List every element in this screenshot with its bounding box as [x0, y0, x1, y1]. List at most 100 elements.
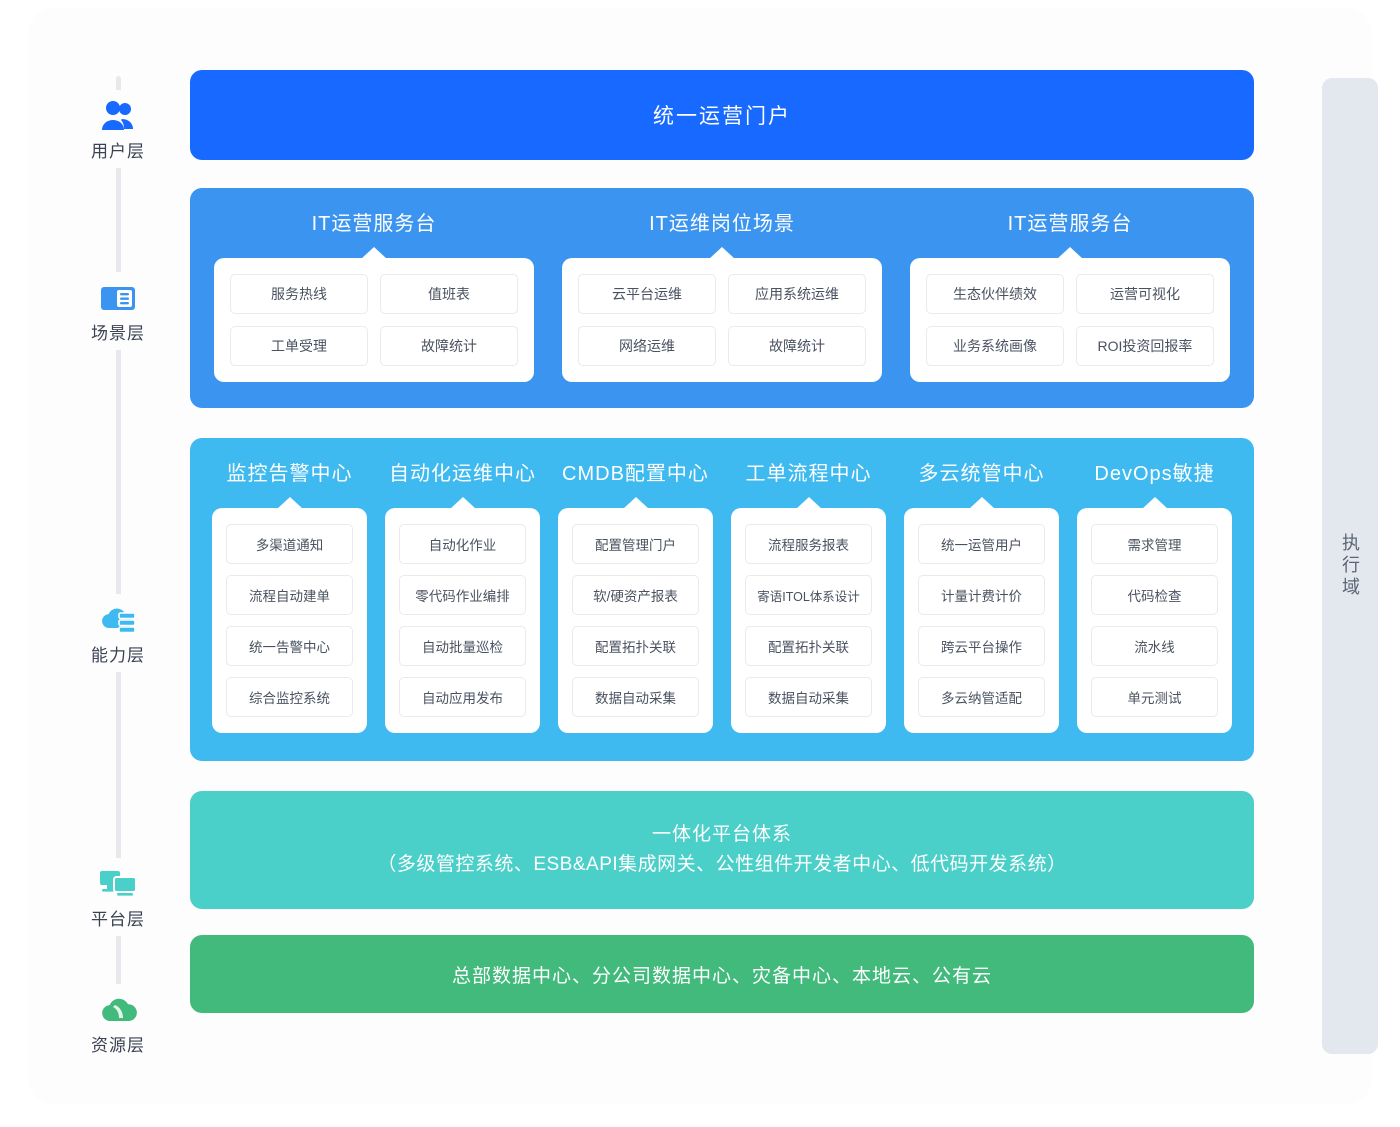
- capability-chip[interactable]: 配置拓扑关联: [745, 626, 872, 666]
- scene-chip[interactable]: 业务系统画像: [926, 326, 1064, 366]
- sidebar-item-label: 用户层: [91, 142, 145, 161]
- resource-title: 总部数据中心、分公司数据中心、灾备中心、本地云、公有云: [451, 965, 992, 987]
- portal-title: 统一运营门户: [653, 105, 791, 128]
- capability-chip[interactable]: 单元测试: [1091, 677, 1218, 717]
- capability-chip[interactable]: 流程自动建单: [226, 575, 353, 615]
- capability-list: 自动化作业 零代码作业编排 自动批量巡检 自动应用发布: [399, 524, 526, 717]
- capability-layer-band: 监控告警中心 多渠道通知 流程自动建单 统一告警中心 综合监控系统 自动化运维中…: [190, 438, 1254, 761]
- capability-column: 工单流程中心 流程服务报表 寄语ITOL体系设计 配置拓扑关联 数据自动采集: [731, 460, 886, 733]
- document-panel-icon: [72, 278, 164, 318]
- platform-subtitle: （多级管控系统、ESB&API集成网关、公性组件开发者中心、低代码开发系统）: [377, 854, 1067, 875]
- layer-sidebar: 用户层 场景层: [72, 76, 164, 1062]
- scene-chip-grid: 云平台运维 应用系统运维 网络运维 故障统计: [578, 274, 866, 366]
- capability-column: CMDB配置中心 配置管理门户 软/硬资产报表 配置拓扑关联 数据自动采集: [558, 460, 713, 733]
- capability-chip[interactable]: 零代码作业编排: [399, 575, 526, 615]
- capability-chip[interactable]: 多渠道通知: [226, 524, 353, 564]
- scene-chip[interactable]: 值班表: [380, 274, 518, 314]
- capability-chip[interactable]: 流水线: [1091, 626, 1218, 666]
- capability-chip[interactable]: 统一运管用户: [918, 524, 1045, 564]
- capability-chip[interactable]: 需求管理: [1091, 524, 1218, 564]
- capability-column-title: 自动化运维中心: [389, 463, 536, 485]
- capability-list: 流程服务报表 寄语ITOL体系设计 配置拓扑关联 数据自动采集: [745, 524, 872, 717]
- capability-column-card: 统一运管用户 计量计费计价 跨云平台操作 多云纳管适配: [904, 497, 1059, 733]
- scene-group-card: 云平台运维 应用系统运维 网络运维 故障统计: [562, 247, 882, 382]
- capability-chip[interactable]: 计量计费计价: [918, 575, 1045, 615]
- capability-column: 监控告警中心 多渠道通知 流程自动建单 统一告警中心 综合监控系统: [212, 460, 367, 733]
- scene-chip[interactable]: 网络运维: [578, 326, 716, 366]
- capability-column-card: 流程服务报表 寄语ITOL体系设计 配置拓扑关联 数据自动采集: [731, 497, 886, 733]
- capability-chip[interactable]: 寄语ITOL体系设计: [745, 575, 872, 615]
- sidebar-item-label: 场景层: [91, 324, 145, 343]
- scene-chip[interactable]: 故障统计: [728, 326, 866, 366]
- diagram-main: 统一运营门户 IT运营服务台 服务热线 值班表 工单受理 故障统计 IT运维岗位…: [190, 70, 1254, 1013]
- capability-column-title: 工单流程中心: [745, 463, 872, 485]
- scene-chip-grid: 服务热线 值班表 工单受理 故障统计: [230, 274, 518, 366]
- scene-group: IT运营服务台 服务热线 值班表 工单受理 故障统计: [214, 210, 534, 382]
- exec-domain-panel: 执行域: [1322, 78, 1378, 1054]
- capability-chip[interactable]: 多云纳管适配: [918, 677, 1045, 717]
- scene-group-title: IT运营服务台: [311, 213, 437, 235]
- capability-column-title: 多云统管中心: [918, 463, 1045, 485]
- monitors-icon: [72, 864, 164, 904]
- exec-domain-label: 执行域: [1340, 533, 1360, 599]
- scene-chip[interactable]: 工单受理: [230, 326, 368, 366]
- capability-chip[interactable]: 配置管理门户: [572, 524, 699, 564]
- capability-column-card: 自动化作业 零代码作业编排 自动批量巡检 自动应用发布: [385, 497, 540, 733]
- capability-list: 需求管理 代码检查 流水线 单元测试: [1091, 524, 1218, 717]
- capability-chip[interactable]: 数据自动采集: [572, 677, 699, 717]
- sidebar-item-user-layer[interactable]: 用户层: [72, 90, 164, 168]
- capability-chip[interactable]: 自动化作业: [399, 524, 526, 564]
- scene-chip-grid: 生态伙伴绩效 运营可视化 业务系统画像 ROI投资回报率: [926, 274, 1214, 366]
- capability-chip[interactable]: 代码检查: [1091, 575, 1218, 615]
- scene-group-title: IT运营服务台: [1007, 213, 1133, 235]
- sidebar-item-platform-layer[interactable]: 平台层: [72, 858, 164, 936]
- capability-column-title: 监控告警中心: [226, 463, 353, 485]
- capability-chip[interactable]: 综合监控系统: [226, 677, 353, 717]
- capability-list: 多渠道通知 流程自动建单 统一告警中心 综合监控系统: [226, 524, 353, 717]
- sidebar-item-scene-layer[interactable]: 场景层: [72, 272, 164, 350]
- scene-layer-band: IT运营服务台 服务热线 值班表 工单受理 故障统计 IT运维岗位场景 云平台运…: [190, 188, 1254, 408]
- cloud-server-icon: [72, 600, 164, 640]
- capability-chip[interactable]: 自动应用发布: [399, 677, 526, 717]
- capability-chip[interactable]: 统一告警中心: [226, 626, 353, 666]
- capability-chip[interactable]: 跨云平台操作: [918, 626, 1045, 666]
- capability-list: 统一运管用户 计量计费计价 跨云平台操作 多云纳管适配: [918, 524, 1045, 717]
- capability-column-title: DevOps敏捷: [1094, 463, 1215, 485]
- sidebar-item-resource-layer[interactable]: 资源层: [72, 984, 164, 1062]
- scene-group: IT运维岗位场景 云平台运维 应用系统运维 网络运维 故障统计: [562, 210, 882, 382]
- capability-list: 配置管理门户 软/硬资产报表 配置拓扑关联 数据自动采集: [572, 524, 699, 717]
- capability-chip[interactable]: 数据自动采集: [745, 677, 872, 717]
- sidebar-item-label: 平台层: [91, 910, 145, 929]
- cloud-icon: [72, 990, 164, 1030]
- capability-column: 自动化运维中心 自动化作业 零代码作业编排 自动批量巡检 自动应用发布: [385, 460, 540, 733]
- scene-group: IT运营服务台 生态伙伴绩效 运营可视化 业务系统画像 ROI投资回报率: [910, 210, 1230, 382]
- sidebar-rail: [116, 76, 121, 1056]
- scene-chip[interactable]: ROI投资回报率: [1076, 326, 1214, 366]
- capability-column: DevOps敏捷 需求管理 代码检查 流水线 单元测试: [1077, 460, 1232, 733]
- platform-layer-band[interactable]: 一体化平台体系 （多级管控系统、ESB&API集成网关、公性组件开发者中心、低代…: [190, 791, 1254, 909]
- unified-portal-band[interactable]: 统一运营门户: [190, 70, 1254, 160]
- capability-chip[interactable]: 流程服务报表: [745, 524, 872, 564]
- capability-column-card: 需求管理 代码检查 流水线 单元测试: [1077, 497, 1232, 733]
- capability-column-title: CMDB配置中心: [562, 463, 709, 485]
- scene-chip[interactable]: 云平台运维: [578, 274, 716, 314]
- scene-chip[interactable]: 应用系统运维: [728, 274, 866, 314]
- capability-column-card: 配置管理门户 软/硬资产报表 配置拓扑关联 数据自动采集: [558, 497, 713, 733]
- scene-chip[interactable]: 生态伙伴绩效: [926, 274, 1064, 314]
- scene-chip[interactable]: 运营可视化: [1076, 274, 1214, 314]
- capability-chip[interactable]: 配置拓扑关联: [572, 626, 699, 666]
- capability-column-card: 多渠道通知 流程自动建单 统一告警中心 综合监控系统: [212, 497, 367, 733]
- sidebar-item-label: 能力层: [91, 646, 145, 665]
- platform-title: 一体化平台体系: [651, 824, 792, 845]
- users-icon: [72, 96, 164, 136]
- capability-chip[interactable]: 自动批量巡检: [399, 626, 526, 666]
- scene-chip[interactable]: 服务热线: [230, 274, 368, 314]
- scene-group-title: IT运维岗位场景: [649, 213, 795, 235]
- sidebar-item-label: 资源层: [91, 1036, 145, 1055]
- scene-chip[interactable]: 故障统计: [380, 326, 518, 366]
- capability-chip[interactable]: 软/硬资产报表: [572, 575, 699, 615]
- scene-group-card: 生态伙伴绩效 运营可视化 业务系统画像 ROI投资回报率: [910, 247, 1230, 382]
- sidebar-item-capability-layer[interactable]: 能力层: [72, 594, 164, 672]
- resource-layer-band[interactable]: 总部数据中心、分公司数据中心、灾备中心、本地云、公有云: [190, 935, 1254, 1013]
